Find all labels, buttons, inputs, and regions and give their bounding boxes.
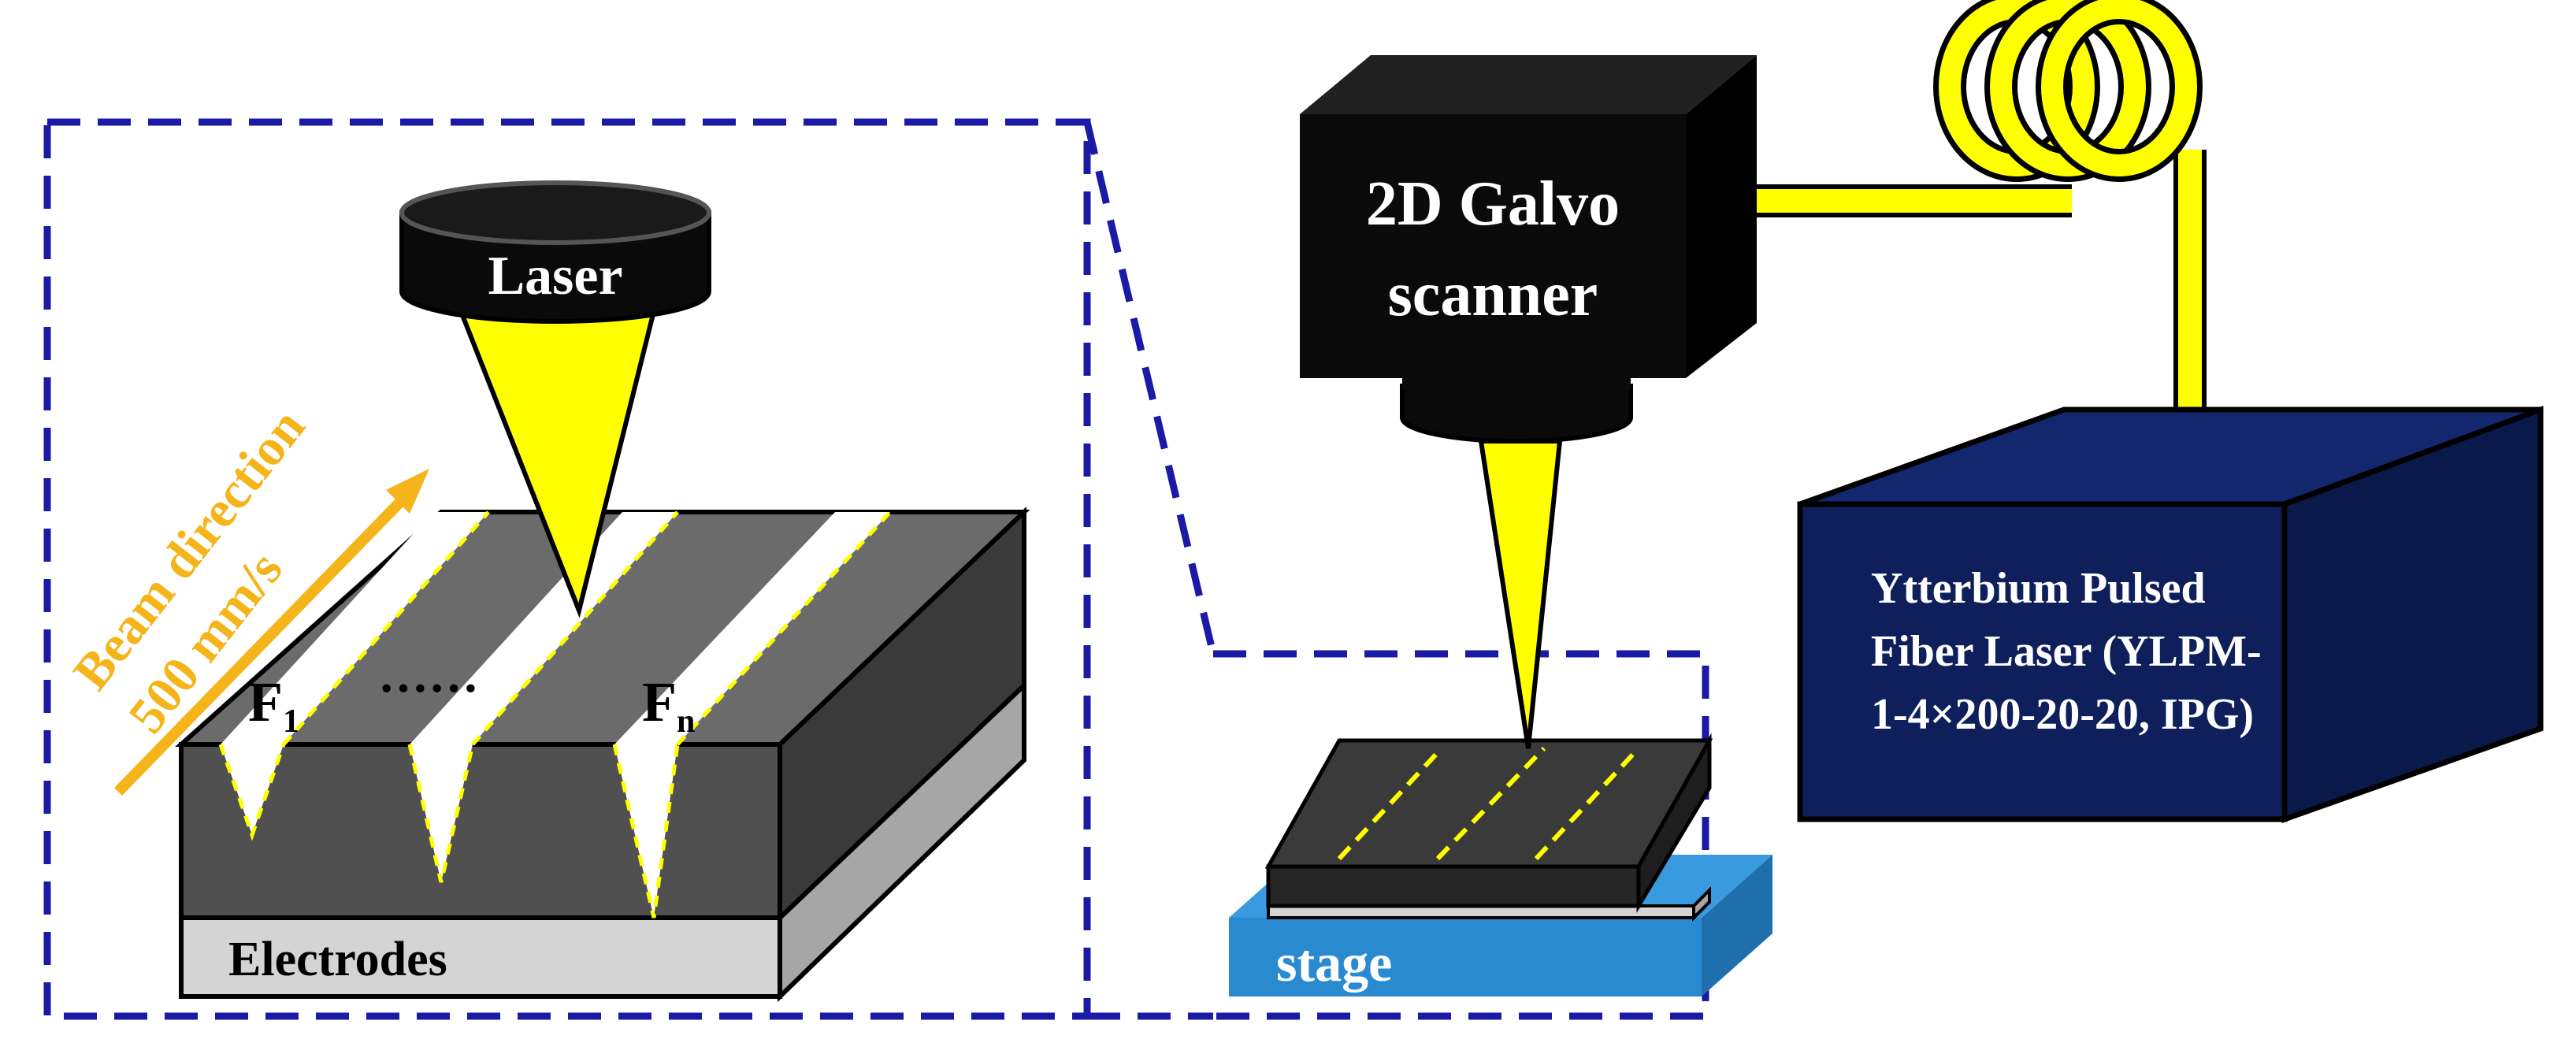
laser-cylinder-top <box>399 180 711 245</box>
stage-inset-outline <box>1213 650 1709 1020</box>
galvo-label-line1: 2D Galvo <box>1366 169 1620 239</box>
electrodes-label: Electrodes <box>228 933 447 986</box>
groove-2 <box>407 510 679 883</box>
ellipsis-label: ······ <box>378 660 479 716</box>
source-label-line3: 1-4×200-20-20, IPG) <box>1871 690 2254 739</box>
groove-n <box>612 510 892 919</box>
zoom-connector-top <box>1083 121 1217 655</box>
source-label-line2: Fiber Laser (YLPM- <box>1871 627 2262 676</box>
galvo-box-top <box>1300 55 1757 114</box>
stage-front <box>1229 918 1702 996</box>
fiber-laser-source: Ytterbium Pulsed Fiber Laser (YLPM- 1-4×… <box>1797 405 2544 823</box>
fiber-coil-icon <box>1757 0 2207 410</box>
galvo-beam <box>1478 439 1563 749</box>
galvo-lens <box>1400 384 1633 443</box>
laser-label: Laser <box>488 246 622 306</box>
galvo-label-line2: scanner <box>1388 260 1598 329</box>
groove-1 <box>218 510 490 841</box>
substrate-side <box>778 507 1026 923</box>
galvo-scanner: 2D Galvo scanner <box>1300 55 1757 749</box>
cylinder-laser-head-icon: Laser <box>399 180 711 618</box>
source-front <box>1797 501 2288 822</box>
stage-sample <box>1264 733 1713 922</box>
stage-side <box>1702 855 1772 996</box>
stage-groove-2 <box>1435 746 1546 861</box>
source-label-line1: Ytterbium Pulsed <box>1871 564 2206 613</box>
sample-block: Electrodes <box>175 507 1030 1003</box>
stage-label: stage <box>1276 933 1392 993</box>
galvo-box-front <box>1300 114 1686 378</box>
f1-label: F1 <box>248 670 299 740</box>
galvo-box-side <box>1686 55 1757 378</box>
beam-arrowhead <box>386 469 429 514</box>
fn-label: Fn <box>642 670 695 740</box>
